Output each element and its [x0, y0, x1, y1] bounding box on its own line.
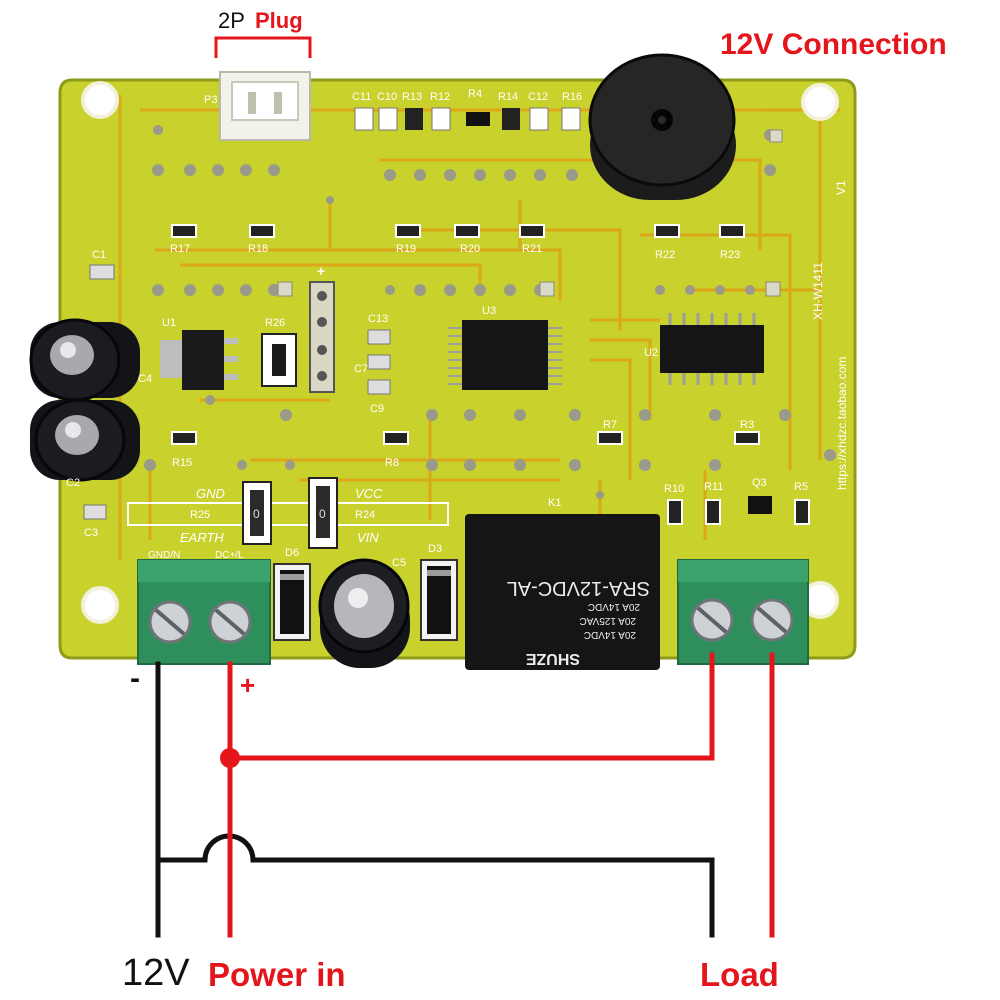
silk-c2: C2 [66, 477, 80, 489]
plus-label: + [240, 670, 256, 700]
relay-model: SRA-12VDC-AL [507, 577, 650, 599]
silk-top-4: R4 [468, 88, 482, 100]
silk-r22: R22 [655, 249, 675, 261]
resistor-r26 [261, 333, 297, 387]
silk-c9: C9 [370, 403, 384, 415]
plug-label-word: Plug [255, 8, 303, 33]
silk-top-2: R13 [402, 91, 422, 103]
silk-top-6: C12 [528, 91, 548, 103]
silk-p3: P3 [204, 94, 217, 106]
wire-red-bridge [227, 652, 715, 761]
silk-vin: VIN [357, 530, 379, 545]
wires [155, 652, 775, 938]
silk-c4: C4 [138, 373, 152, 385]
wire-black-load [157, 833, 715, 938]
silk-r21: R21 [522, 243, 542, 255]
silk-r5: R5 [794, 481, 808, 493]
terminal-power [137, 559, 271, 665]
via-holes [144, 125, 836, 499]
silk-c7: C7 [354, 363, 368, 375]
relay-rating-2: 20A 125VAC [579, 615, 636, 626]
load-label: Load [700, 956, 779, 993]
plug-connector [219, 71, 311, 141]
silk-dcin: DC+/L [215, 550, 244, 561]
pin-header [309, 281, 335, 393]
voltage-label: 12V [122, 952, 190, 994]
silk-k1: K1 [548, 497, 561, 509]
relay-rating-1: 20A 14VDC [588, 601, 640, 612]
mounting-holes [81, 81, 839, 624]
silk-zero-r25: 0 [253, 507, 260, 521]
silk-top-5: R14 [498, 91, 518, 103]
relay [465, 514, 660, 670]
silk-d6: D6 [285, 547, 299, 559]
resistor-r24 [308, 477, 338, 549]
capacitor-c2 [30, 398, 140, 482]
silk-r19: R19 [396, 243, 416, 255]
diode-d6 [273, 563, 311, 641]
silk-r10: R10 [664, 483, 684, 495]
silk-gnd: GND [196, 486, 225, 501]
silk-u2: U2 [644, 347, 658, 359]
chip-u3 [448, 320, 562, 390]
silk-c5: C5 [392, 557, 406, 569]
silk-r15: R15 [172, 457, 192, 469]
silk-model: XH-W1411 [811, 262, 825, 320]
silk-u1: U1 [162, 317, 176, 329]
silk-u3: U3 [482, 305, 496, 317]
plug-bracket [214, 36, 312, 58]
silk-r17: R17 [170, 243, 190, 255]
relay-brand: SHUZE [525, 650, 580, 667]
silk-r25: R25 [190, 509, 210, 521]
voltage-regulator [160, 330, 238, 390]
silk-top-1: C10 [377, 91, 397, 103]
capacitor-c4 [29, 318, 140, 402]
terminal-load [677, 559, 809, 665]
silk-vcc: VCC [355, 486, 383, 501]
resistor-band [127, 502, 449, 526]
relay-markings: SRA-12VDC-AL 20A 14VDC 20A 125VAC 20A 14… [507, 577, 650, 667]
silk-gndn: GND/N [148, 550, 180, 561]
silk-q3: Q3 [752, 477, 767, 489]
wire-junction [220, 748, 240, 768]
silk-top-0: C11 [352, 91, 371, 103]
silk-r11: R11 [704, 481, 723, 493]
silk-top-3: R12 [430, 91, 450, 103]
silk-earth: EARTH [180, 530, 224, 545]
power-in-label: Power in [208, 956, 346, 993]
minus-label: - [130, 662, 140, 695]
silk-d3: D3 [428, 543, 442, 555]
relay-rating-3: 20A 14VDC [584, 629, 636, 640]
diode-d3 [420, 559, 458, 641]
silk-r20: R20 [460, 243, 480, 255]
silk-r24: R24 [355, 509, 375, 521]
square-pads [277, 129, 783, 297]
chip-u2 [660, 313, 764, 385]
silk-plus-pin: + [317, 263, 325, 279]
silk-c3: C3 [84, 527, 98, 539]
silk-zero-r24: 0 [319, 507, 326, 521]
silk-r8: R8 [385, 457, 399, 469]
silk-url: https://xhdzc.taobao.com [835, 357, 849, 490]
buzzer [588, 53, 736, 200]
resistor-r25 [242, 481, 272, 545]
silk-c13: C13 [368, 313, 388, 325]
plug-label-prefix: 2P [218, 8, 245, 33]
silk-r26: R26 [265, 317, 285, 329]
smd-parts [83, 107, 810, 525]
silk-r23: R23 [720, 249, 740, 261]
capacitor-c5 [318, 558, 410, 668]
silk-c1: C1 [92, 249, 106, 261]
silk-top-7: R16 [562, 91, 582, 103]
silkscreen-text: P3 C11 C10 R13 R12 R4 R14 C12 R16 R17 R1… [66, 88, 849, 569]
silk-r18: R18 [248, 243, 268, 255]
silk-version: V1 [834, 180, 848, 195]
silk-r3: R3 [740, 419, 754, 431]
silk-r7: R7 [603, 419, 617, 431]
connection-label: 12V Connection [720, 28, 947, 61]
